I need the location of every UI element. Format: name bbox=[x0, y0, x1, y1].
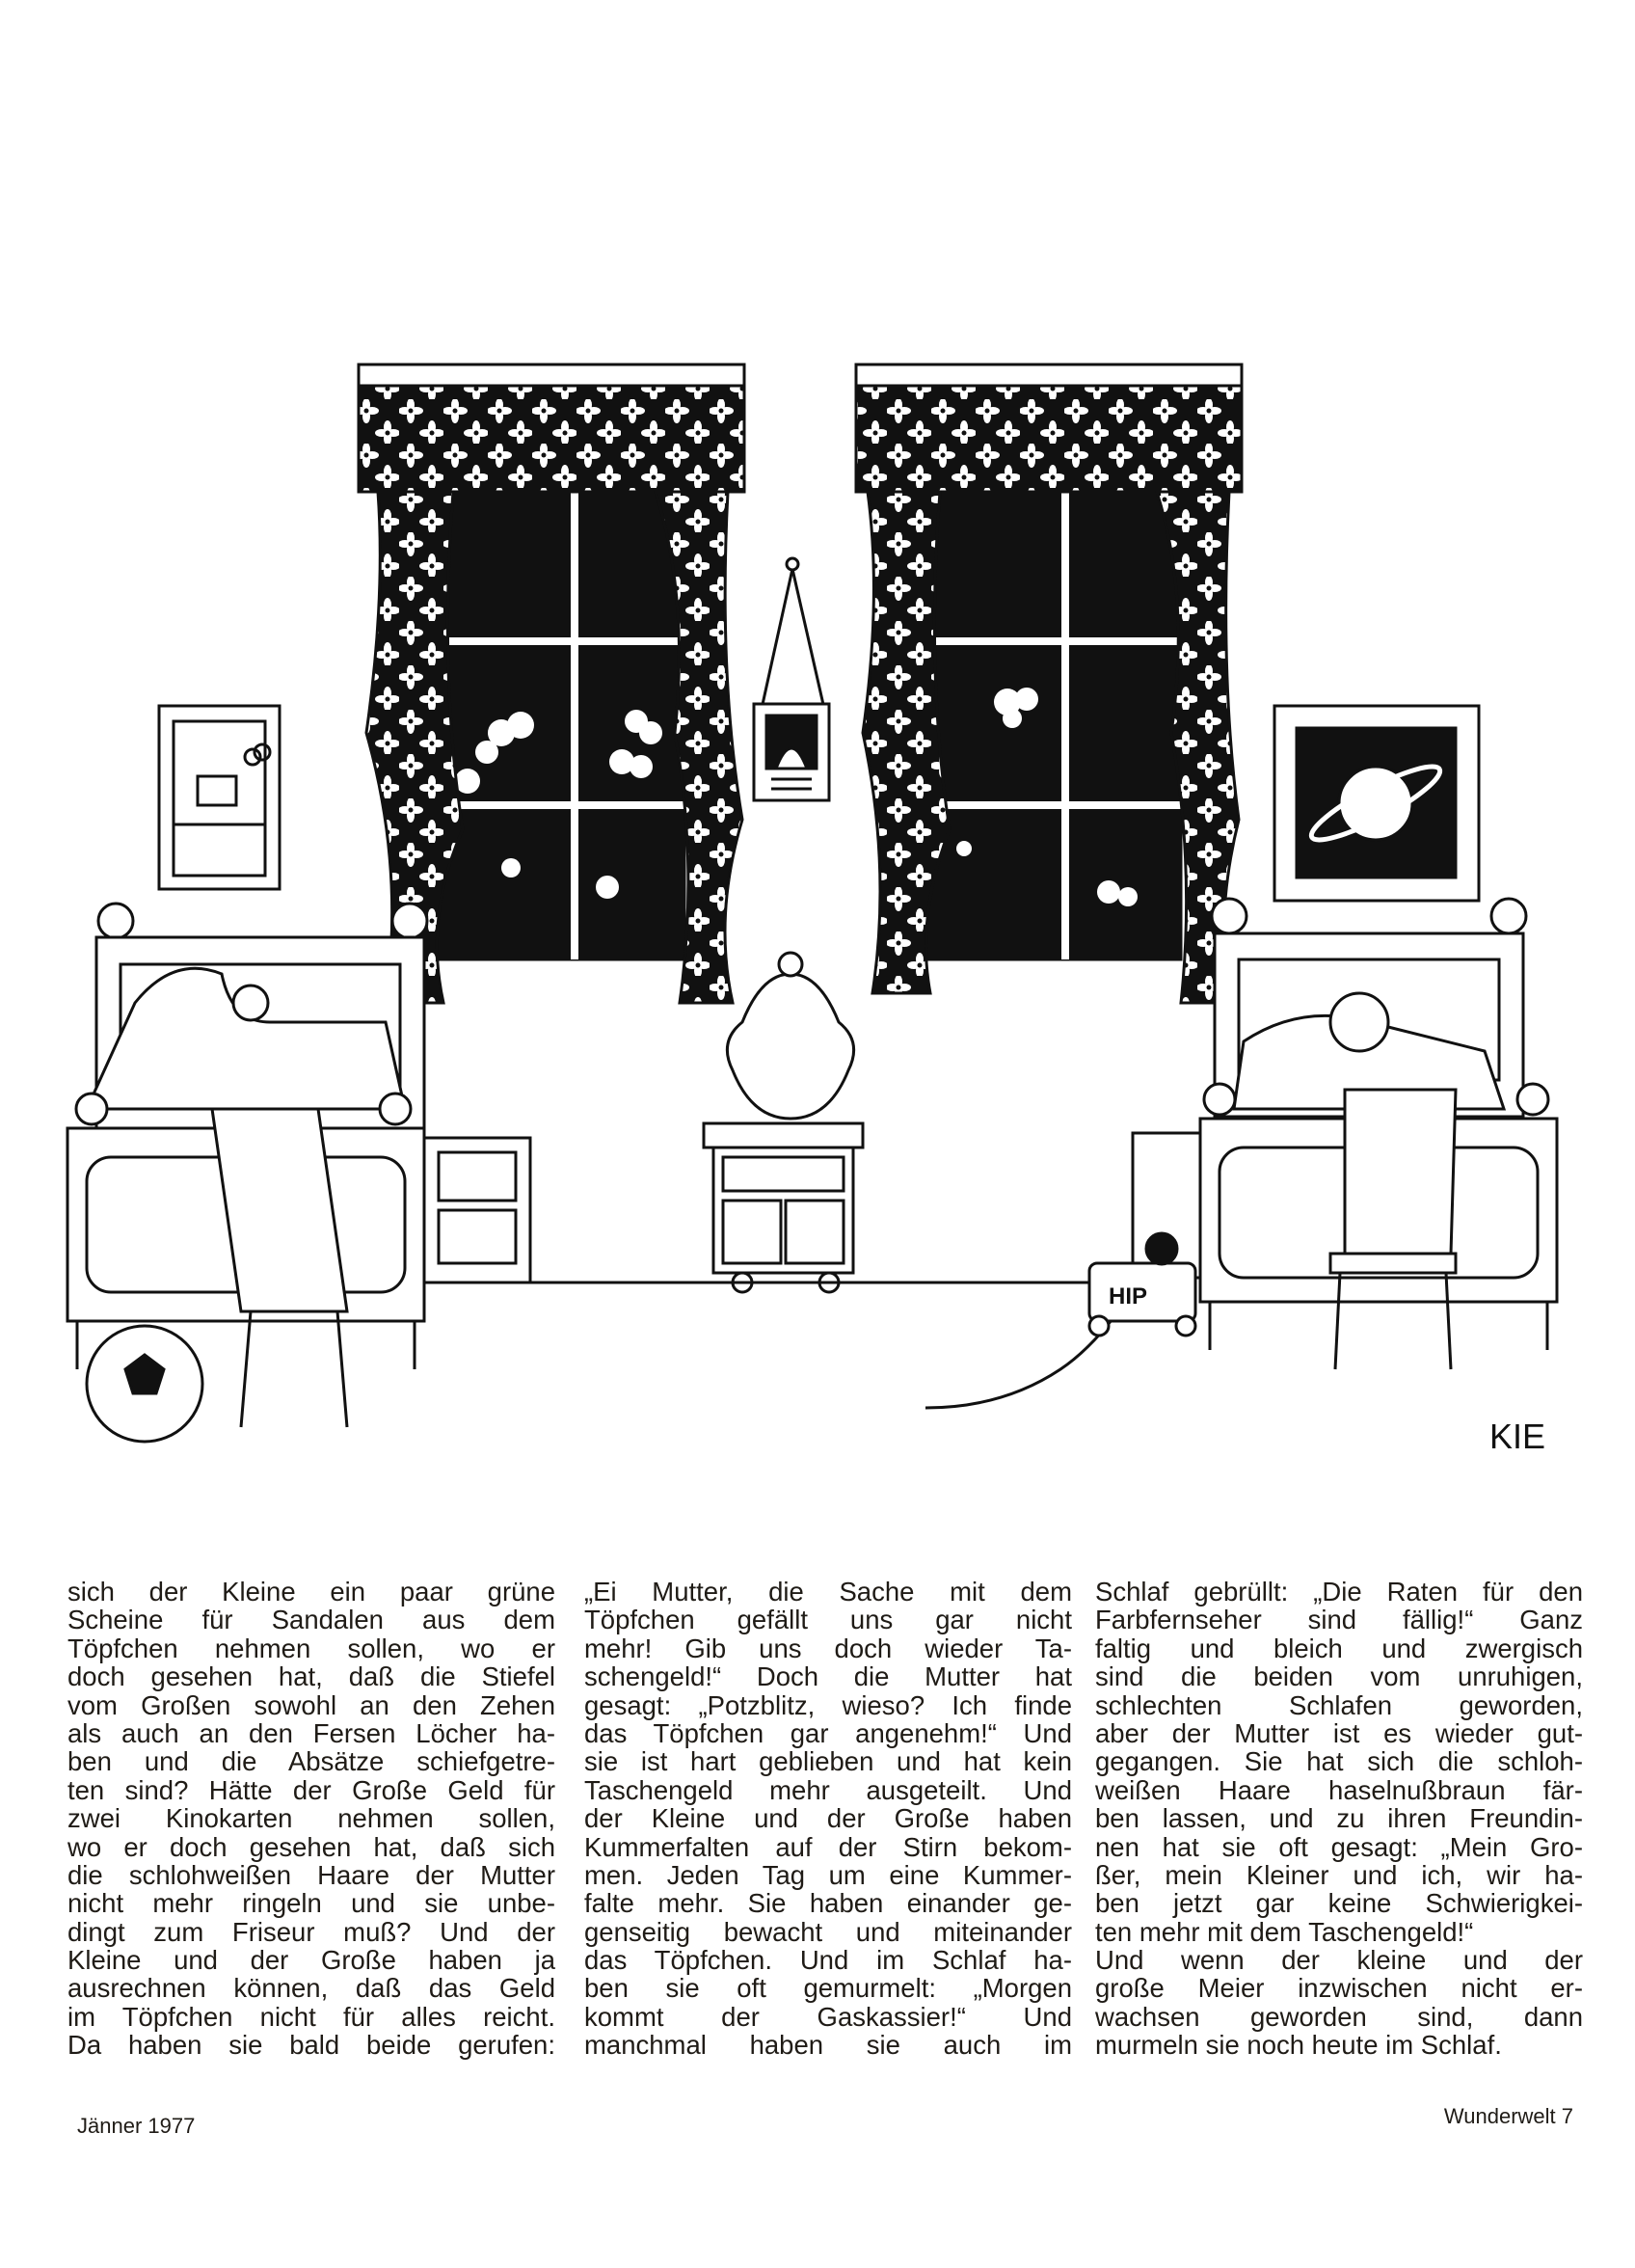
text-line: ten sind? Hätte der Große Geld für bbox=[67, 1774, 555, 1805]
right-wall-picture bbox=[1273, 704, 1481, 903]
text-line: im Töpfchen nicht für alles reicht. bbox=[67, 2001, 555, 2032]
text-line: ausrechnen können, daß das Geld bbox=[67, 1973, 555, 2004]
text-line: falte mehr. Sie haben einander ge- bbox=[584, 1888, 1072, 1919]
issue-date: Jänner 1977 bbox=[77, 2114, 196, 2138]
text-line: Taschengeld mehr ausgeteilt. Und bbox=[584, 1774, 1072, 1805]
text-line: der Kleine und der Große haben bbox=[584, 1803, 1072, 1834]
text-line: ben jetzt gar keine Schwierigkei- bbox=[1095, 1888, 1583, 1919]
text-line: Farbfernseher sind fällig!“ Ganz bbox=[1095, 1605, 1583, 1635]
text-line: große Meier inzwischen nicht er- bbox=[1095, 1973, 1583, 2004]
text-line: wachsen geworden sind, dann bbox=[1095, 2001, 1583, 2032]
right-window bbox=[854, 363, 1244, 1005]
text-line: dingt zum Friseur muß? Und der bbox=[67, 1916, 555, 1947]
text-line: das Töpfchen gar angenehm!“ Und bbox=[584, 1717, 1072, 1748]
text-line: ben lassen, und zu ihren Freundin- bbox=[1095, 1803, 1583, 1834]
text-line: wo er doch gesehen hat, daß sich bbox=[67, 1831, 555, 1862]
text-line: „Ei Mutter, die Sache mit dem bbox=[584, 1577, 1072, 1606]
text-line: sie ist hart geblieben und hat kein bbox=[584, 1746, 1072, 1777]
text-line: das Töpfchen. Und im Schlaf ha- bbox=[584, 1945, 1072, 1976]
text-line: Töpfchen nehmen sollen, wo er bbox=[67, 1633, 555, 1663]
artist-signature: KIE bbox=[1489, 1417, 1545, 1456]
text-line: kommt der Gaskassier!“ Und bbox=[584, 2001, 1072, 2032]
text-line: nicht mehr ringeln und sie unbe- bbox=[67, 1888, 555, 1919]
left-window bbox=[357, 363, 746, 1005]
text-line: Töpfchen gefällt uns gar nicht bbox=[584, 1605, 1072, 1635]
text-line: Scheine für Sandalen aus dem bbox=[67, 1605, 555, 1635]
text-line: als auch an den Fersen Löcher ha- bbox=[67, 1717, 555, 1748]
text-line: Kleine und der Große haben ja bbox=[67, 1945, 555, 1976]
left-bed bbox=[66, 902, 532, 1428]
toy-car bbox=[1087, 1231, 1197, 1337]
text-line: aber der Mutter ist es wieder gut- bbox=[1095, 1717, 1583, 1748]
text-line: nen hat sie oft gesagt: „Mein Gro- bbox=[1095, 1831, 1583, 1862]
toy-car-label: HIP bbox=[1109, 1283, 1147, 1310]
text-line: ßer, mein Kleiner und ich, wir ha- bbox=[1095, 1859, 1583, 1890]
text-line: sind die beiden vom unruhigen, bbox=[1095, 1661, 1583, 1692]
right-bed bbox=[1131, 897, 1559, 1370]
page-number: Wunderwelt 7 bbox=[1443, 2104, 1573, 2128]
left-wall-picture bbox=[157, 704, 281, 891]
text-line: schengeld!“ Doch die Mutter hat bbox=[584, 1661, 1072, 1692]
text-line: vom Großen sowohl an den Zehen bbox=[67, 1689, 555, 1720]
bedroom-illustration: HIP KIE bbox=[66, 363, 1559, 1456]
text-line: die schlohweißen Haare der Mutter bbox=[67, 1859, 555, 1890]
text-line: gesagt: „Potzblitz, wieso? Ich finde bbox=[584, 1689, 1072, 1720]
text-line: schlechten Schlafen geworden, bbox=[1095, 1689, 1583, 1720]
text-line: ben und die Absätze schiefgetre- bbox=[67, 1746, 555, 1777]
text-line: faltig und bleich und zwergisch bbox=[1095, 1633, 1583, 1663]
text-line: murmeln sie noch heute im Schlaf. bbox=[1095, 2030, 1502, 2061]
text-line: Da haben sie bald beide gerufen: bbox=[67, 2030, 555, 2061]
text-line: zwei Kinokarten nehmen sollen, bbox=[67, 1803, 555, 1834]
text-line: manchmal haben sie auch im bbox=[584, 2030, 1072, 2061]
text-line: ben sie oft gemurmelt: „Morgen bbox=[584, 1973, 1072, 2004]
text-line: ten mehr mit dem Taschengeld!“ bbox=[1095, 1916, 1474, 1947]
text-line: doch gesehen hat, daß die Stiefel bbox=[67, 1661, 555, 1692]
text-line: Und wenn der kleine und der bbox=[1095, 1945, 1583, 1976]
text-line: Schlaf gebrüllt: „Die Raten für den bbox=[1095, 1577, 1583, 1606]
text-line: Kummerfalten auf der Stirn bekom- bbox=[584, 1831, 1072, 1862]
hanging-picture bbox=[752, 556, 831, 802]
text-line: genseitig bewacht und miteinander bbox=[584, 1916, 1072, 1947]
text-line: sich der Kleine ein paar grüne bbox=[67, 1577, 555, 1606]
text-line: weißen Haare haselnußbraun fär- bbox=[1095, 1774, 1583, 1805]
text-line: men. Jeden Tag um eine Kummer- bbox=[584, 1859, 1072, 1890]
text-line: mehr! Gib uns doch wieder Ta- bbox=[584, 1633, 1072, 1663]
text-line: gegangen. Sie hat sich die schloh- bbox=[1095, 1746, 1583, 1777]
nightstand bbox=[702, 951, 865, 1294]
